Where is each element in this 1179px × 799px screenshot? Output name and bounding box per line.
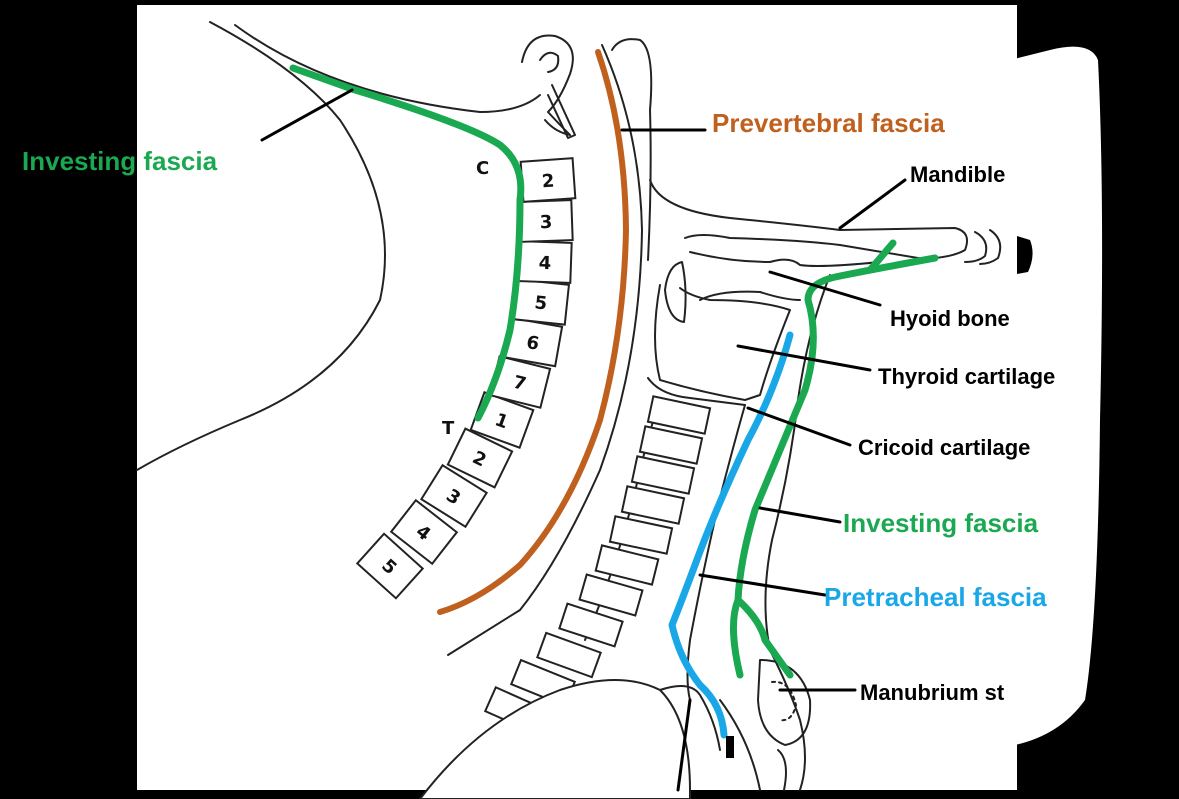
- styloid-process: [547, 84, 576, 139]
- thoracic-vertebra: 4: [389, 498, 459, 566]
- vertebra-number: 4: [538, 253, 551, 274]
- tracheal-rings: [483, 395, 712, 736]
- vertebra-body: [355, 532, 425, 600]
- tracheal-ring: [630, 455, 696, 495]
- mandible-lower: [684, 234, 931, 261]
- leader-bottom: [676, 698, 692, 792]
- pretracheal-fascia-curve: [668, 331, 794, 739]
- tracheal-ring: [608, 515, 674, 555]
- vertebra-body: [446, 427, 514, 489]
- manubrium-outline: [757, 659, 812, 746]
- cricoid-outline: [647, 377, 746, 406]
- tracheal-ring: [638, 425, 704, 465]
- leader-mandible: [838, 178, 907, 230]
- tracheal-ring: [558, 602, 624, 648]
- ear-inner: [539, 51, 560, 73]
- paper-right-panel: [1010, 46, 1103, 745]
- label-pretracheal-fascia: Pretracheal fascia: [824, 582, 1047, 612]
- tracheal-ring: [594, 544, 660, 586]
- thoracic-cavity: [659, 685, 721, 751]
- leader-lines: [260, 88, 907, 792]
- neck-skin-front: [764, 274, 831, 791]
- cervical-marker: C: [476, 158, 489, 179]
- vertebra-number: 3: [539, 212, 552, 233]
- vertebra-number: 7: [511, 372, 528, 395]
- investing-fascia-curve-anterior: [729, 239, 939, 679]
- vertebra-number: 5: [534, 292, 549, 314]
- leader-cricoid: [746, 406, 852, 447]
- occiput-outline: [136, 21, 386, 471]
- thoracic-vertebra: 3: [419, 463, 489, 529]
- spine-front-edge: [447, 44, 643, 656]
- cervical-vertebra: 5: [511, 278, 571, 326]
- thoracic-marker: T: [442, 418, 455, 439]
- tracheal-ring: [536, 631, 602, 679]
- mandible-outline: [649, 179, 968, 259]
- vertebra-number: 6: [525, 332, 541, 355]
- laryngeal-inlet: [699, 290, 801, 301]
- label-mandible: Mandible: [910, 162, 1005, 187]
- tracheal-end-stub: [726, 736, 734, 758]
- fascia-layers: [289, 49, 939, 739]
- label-hyoid-bone: Hyoid bone: [890, 306, 1010, 331]
- cervical-vertebra: 4: [517, 240, 573, 284]
- pharynx-top: [611, 38, 653, 261]
- tracheal-ring: [578, 573, 644, 617]
- tracheal-ring: [646, 395, 712, 435]
- cervical-vertebra: 7: [488, 355, 552, 409]
- label-thyroid-cartilage: Thyroid cartilage: [878, 364, 1055, 389]
- cervical-vertebra: 6: [502, 316, 564, 368]
- label-investing-fascia-right: Investing fascia: [843, 508, 1039, 538]
- leader-thyroid: [736, 344, 872, 372]
- leader-hyoid: [768, 270, 882, 307]
- label-manubrium: Manubrium st: [860, 680, 1005, 705]
- labels: Investing fascia Prevertebral fascia Man…: [22, 108, 1055, 705]
- tracheal-ring: [620, 485, 686, 525]
- label-investing-fascia-left: Investing fascia: [22, 146, 218, 176]
- leader-pretracheal: [698, 573, 827, 597]
- leader-investing-left: [260, 88, 354, 142]
- cervical-vertebra: 3: [518, 199, 574, 243]
- black-tab-right: [1017, 236, 1033, 274]
- label-prevertebral-fascia: Prevertebral fascia: [712, 108, 945, 138]
- tongue-base: [689, 251, 881, 267]
- chest-wall-lower: [719, 699, 761, 791]
- leader-investing-right: [758, 506, 842, 524]
- chin-outline-2: [979, 229, 1002, 265]
- thoracic-vertebra: 5: [355, 532, 425, 600]
- label-cricoid-cartilage: Cricoid cartilage: [858, 435, 1030, 460]
- vertebra-number: 2: [541, 171, 555, 193]
- vertebra-body: [389, 498, 459, 566]
- vertebra-body: [419, 463, 489, 529]
- sternum-lower: [777, 749, 787, 791]
- manubrium-inner: [771, 680, 797, 722]
- cervical-vertebra: 2: [519, 157, 577, 203]
- chin-outline: [964, 231, 988, 263]
- investing-fascia-curve-posterior: [289, 64, 525, 422]
- ear-outline: [521, 34, 574, 136]
- skull-base-line: [234, 24, 541, 113]
- prevertebral-fascia-curve: [437, 49, 629, 615]
- thyroid-cartilage-outline: [654, 284, 791, 401]
- thoracic-vertebra: 2: [446, 427, 514, 489]
